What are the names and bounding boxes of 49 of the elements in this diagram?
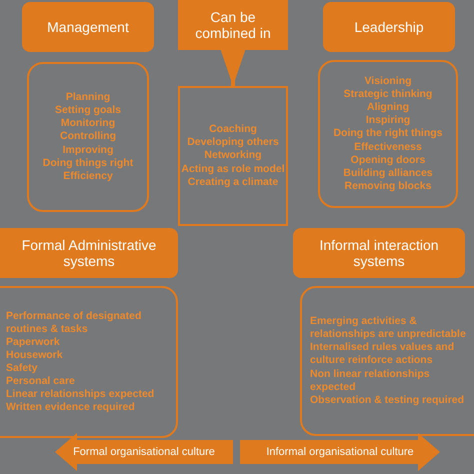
list-item: Setting goals — [55, 104, 121, 118]
list-item: Observation & testing required — [310, 394, 464, 407]
heading-box — [0, 228, 178, 278]
heading: Informal interaction systems — [318, 237, 440, 269]
list-item: Creating a climate — [188, 176, 278, 189]
list-item: Networking — [204, 149, 262, 163]
list-box — [300, 286, 474, 436]
heading: Management — [46, 19, 130, 35]
list-item: Performance of designated routines & tasks — [6, 310, 142, 336]
list-item: Acting as role model — [181, 162, 285, 176]
list-item: Housework — [6, 348, 63, 362]
list-item: Strategic thinking — [344, 88, 432, 102]
heading-box — [22, 2, 154, 52]
heading-box — [323, 2, 455, 52]
heading: Formal Administrative systems — [20, 237, 158, 269]
heading-box — [293, 228, 465, 278]
heading: Can be combined in — [194, 9, 272, 41]
list-item: Safety — [6, 362, 38, 376]
list-item: Removing blocks — [344, 180, 432, 194]
list-item: Improving — [62, 144, 114, 157]
list-item: Planning — [66, 91, 110, 104]
list-box — [27, 62, 149, 212]
list-item: Doing things right — [42, 156, 134, 170]
list-box — [318, 60, 458, 208]
list-item: Controlling — [60, 130, 116, 144]
list-item: Personal care — [6, 375, 75, 388]
list-item: Opening doors — [350, 154, 426, 167]
list-item: Aligning — [367, 101, 409, 114]
list-item: Effectiveness — [354, 140, 422, 154]
list-item: Visioning — [364, 74, 412, 88]
list-item: Emerging activities & relationships are unpredictable — [310, 315, 467, 342]
list-item: Paperwork — [6, 336, 60, 349]
list-item: Doing the right things — [333, 127, 443, 141]
arrow-label: Formal organisational culture — [73, 446, 215, 458]
list-box — [0, 286, 178, 438]
list-item: Non linear relationships expected — [310, 368, 431, 394]
callout-box — [178, 0, 288, 50]
arrow-label: Informal organisational culture — [266, 446, 414, 458]
list-item: Internalised rules values and culture reinforce actions — [310, 341, 456, 368]
list-item: Linear relationships expected — [6, 388, 154, 402]
list-item: Monitoring — [60, 117, 116, 130]
list-item: Inspiring — [366, 114, 410, 128]
list-box — [178, 86, 288, 226]
heading: Leadership — [353, 19, 425, 35]
list-item: Efficiency — [63, 170, 113, 183]
list-item: Building alliances — [343, 166, 433, 180]
list-item: Coaching — [209, 123, 257, 136]
list-item: Written evidence required — [6, 401, 135, 414]
list-item: Developing others — [187, 136, 279, 150]
